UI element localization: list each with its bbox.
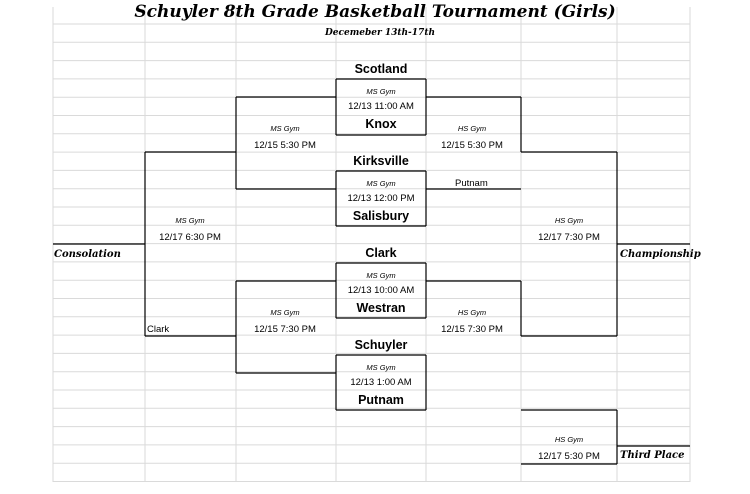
third-place-bracket bbox=[521, 409, 690, 465]
championship-gym: HS Gym bbox=[554, 216, 584, 225]
championship-time: 12/17 7:30 PM bbox=[538, 232, 600, 243]
match-box-2 bbox=[335, 170, 427, 227]
third-place-time: 12/17 5:30 PM bbox=[538, 451, 600, 462]
match-box-3 bbox=[335, 262, 427, 319]
bracket-lines bbox=[53, 78, 690, 465]
left-semi2-time: 12/15 7:30 PM bbox=[254, 324, 316, 335]
page-title: Schuyler 8th Grade Basketball Tournament… bbox=[134, 2, 616, 22]
team-scotland: Scotland bbox=[354, 62, 408, 76]
left-semi1-gym: MS Gym bbox=[270, 124, 300, 133]
clark-entry: Clark bbox=[147, 324, 170, 335]
consolation-time: 12/17 6:30 PM bbox=[159, 232, 221, 243]
match1-time: 12/13 11:00 AM bbox=[348, 101, 414, 112]
match2-gym: MS Gym bbox=[366, 179, 396, 188]
team-clark: Clark bbox=[365, 246, 397, 260]
date-range: Decemeber 13th-17th bbox=[324, 28, 436, 38]
consolation-label: Consolation bbox=[54, 249, 121, 260]
left-semi2-gym: MS Gym bbox=[270, 308, 300, 317]
right-semi-lower bbox=[426, 280, 522, 336]
match4-gym: MS Gym bbox=[366, 363, 396, 372]
consolation-gym: MS Gym bbox=[175, 216, 205, 225]
left-semi-lower bbox=[235, 280, 336, 374]
right-semi1-time: 12/15 5:30 PM bbox=[441, 140, 503, 151]
match-box-4 bbox=[335, 354, 427, 411]
right-semi-upper bbox=[426, 96, 522, 190]
team-schuyler: Schuyler bbox=[354, 338, 408, 352]
left-semi1-time: 12/15 5:30 PM bbox=[254, 140, 316, 151]
right-semi2-gym: HS Gym bbox=[457, 308, 487, 317]
consolation-bracket bbox=[53, 151, 236, 337]
third-place-gym: HS Gym bbox=[554, 435, 584, 444]
team-knox: Knox bbox=[365, 117, 397, 131]
championship-bracket bbox=[521, 151, 690, 337]
team-kirksville: Kirksville bbox=[353, 154, 409, 168]
team-westran: Westran bbox=[356, 301, 406, 315]
team-putnam: Putnam bbox=[358, 393, 404, 407]
putnam-entry: Putnam bbox=[455, 178, 488, 189]
match2-time: 12/13 12:00 PM bbox=[347, 193, 415, 204]
match3-gym: MS Gym bbox=[366, 271, 396, 280]
match4-time: 12/13 1:00 AM bbox=[350, 377, 412, 388]
match-box-1 bbox=[335, 78, 427, 136]
right-semi2-time: 12/15 7:30 PM bbox=[441, 324, 503, 335]
match1-gym: MS Gym bbox=[366, 87, 396, 96]
championship-label: Championship bbox=[620, 249, 701, 260]
left-semi-upper bbox=[235, 96, 336, 190]
team-salisbury: Salisbury bbox=[352, 209, 410, 223]
right-semi1-gym: HS Gym bbox=[457, 124, 487, 133]
third-place-label: Third Place bbox=[620, 450, 685, 461]
match3-time: 12/13 10:00 AM bbox=[347, 285, 415, 296]
